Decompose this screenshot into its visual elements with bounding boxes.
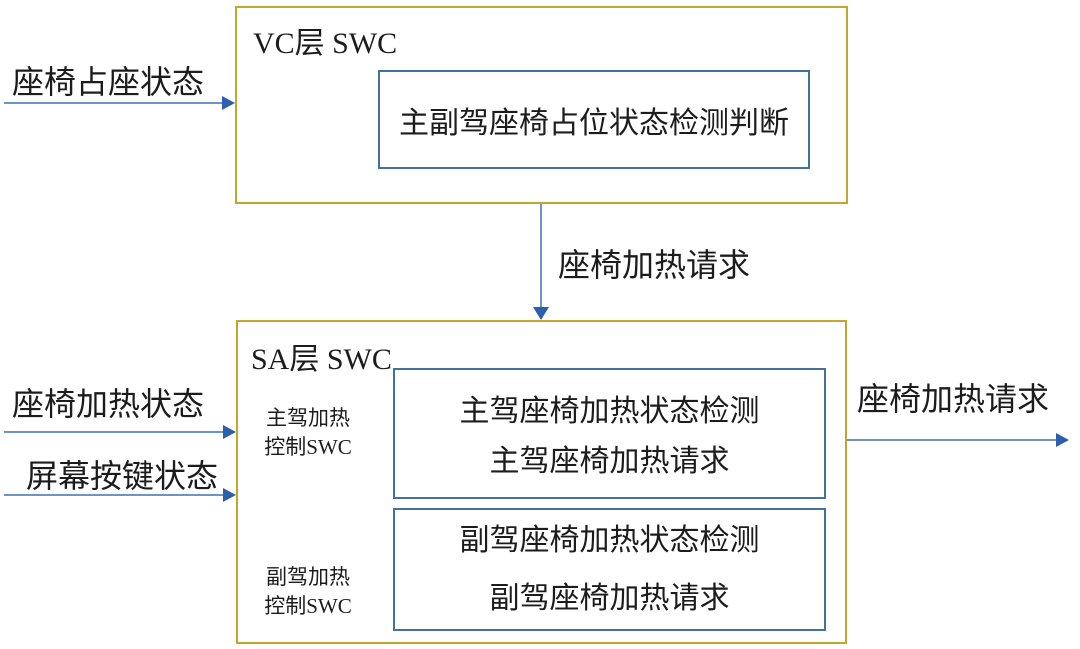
driver-heating-swc-label-line2: 控制SWC <box>264 435 352 459</box>
arrow-shaft <box>540 204 542 309</box>
sa-layer-title: SA层 SWC <box>251 343 392 376</box>
arrow-shaft <box>4 494 225 496</box>
arrow-head-icon <box>223 488 236 502</box>
seat-occupancy-arrow <box>4 96 235 110</box>
vc-to-sa-arrow <box>533 204 549 320</box>
arrow-shaft <box>4 102 224 104</box>
driver-heating-status-detection-label: 主驾座椅加热状态检测 <box>459 394 760 428</box>
arrow-shaft <box>4 431 225 433</box>
sa-layer-box: SA层 SWC 主驾加热 控制SWC 主驾座椅加热状态检测 主驾座椅加热请求 副… <box>236 320 847 644</box>
arrow-head-icon <box>223 425 236 439</box>
occupancy-detection-component: 主副驾座椅占位状态检测判断 <box>378 70 810 169</box>
occupancy-detection-label: 主副驾座椅占位状态检测判断 <box>399 106 789 140</box>
driver-heating-request-label: 主驾座椅加热请求 <box>489 444 730 478</box>
seat-occupancy-status-label: 座椅占座状态 <box>12 64 205 100</box>
vc-layer-box: VC层 SWC 主副驾座椅占位状态检测判断 <box>235 6 848 204</box>
driver-heating-swc-label: 主驾加热 控制SWC <box>260 404 356 462</box>
driver-heating-swc-label-line1: 主驾加热 <box>266 406 350 430</box>
seat-heating-request-mid-label: 座椅加热请求 <box>558 247 751 283</box>
arrow-head-icon <box>222 96 235 110</box>
passenger-heating-swc-label-line1: 副驾加热 <box>266 565 350 589</box>
seat-heating-request-out-label: 座椅加热请求 <box>857 381 1050 417</box>
arrow-head-icon <box>1056 433 1069 447</box>
seat-heating-status-label: 座椅加热状态 <box>12 386 205 422</box>
passenger-heating-swc-label-line2: 控制SWC <box>264 594 352 618</box>
passenger-heating-component: 副驾座椅加热状态检测 副驾座椅加热请求 <box>393 508 826 631</box>
passenger-heating-swc-label: 副驾加热 控制SWC <box>260 563 356 621</box>
driver-heating-component: 主驾座椅加热状态检测 主驾座椅加热请求 <box>393 368 826 499</box>
passenger-heating-request-label: 副驾座椅加热请求 <box>489 581 730 615</box>
screen-button-status-label: 屏幕按键状态 <box>26 458 219 494</box>
vc-layer-title: VC层 SWC <box>253 27 398 60</box>
arrow-shaft <box>847 439 1058 441</box>
screen-button-status-arrow <box>4 488 236 502</box>
passenger-heating-status-detection-label: 副驾座椅加热状态检测 <box>459 523 760 557</box>
seat-heating-status-arrow <box>4 425 236 439</box>
seat-heating-request-out-arrow <box>847 433 1069 447</box>
arrow-head-icon <box>533 307 549 320</box>
